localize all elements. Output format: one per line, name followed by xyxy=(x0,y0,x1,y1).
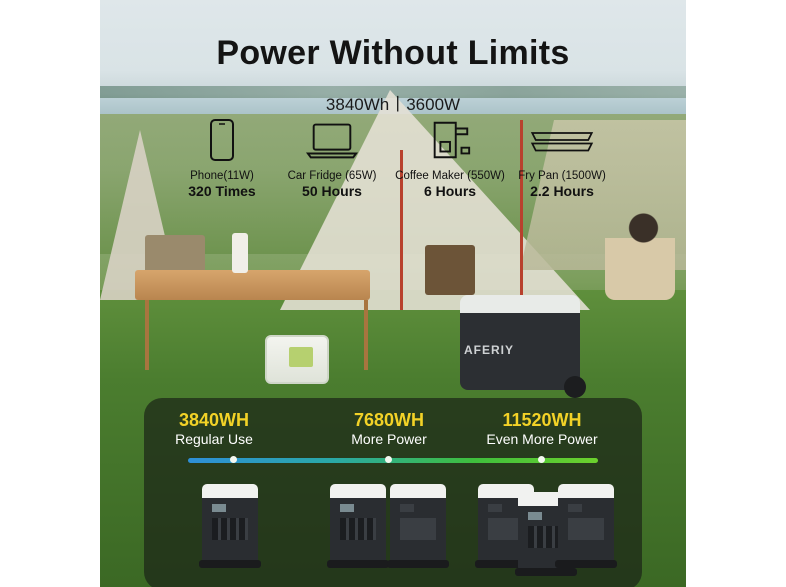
wheel xyxy=(564,376,586,398)
wooden-table xyxy=(135,270,370,300)
capacity-value: 11520WH xyxy=(502,410,582,430)
progress-dot xyxy=(385,456,392,463)
spec-line: 3840Wh丨3600W xyxy=(325,95,461,114)
device-label: Fry Pan (1500W) xyxy=(518,170,606,182)
progress-dot xyxy=(230,456,237,463)
tent-pole xyxy=(400,150,403,310)
fry-pan-icon xyxy=(530,132,594,152)
blender xyxy=(232,233,248,273)
brand-logo: AFERIY xyxy=(464,343,515,357)
capacity-value: 7680WH xyxy=(353,410,425,430)
device-label: Car Fridge (65W) xyxy=(287,170,377,182)
camp-chair xyxy=(425,245,475,295)
capacity-label: Regular Use xyxy=(175,431,253,447)
capacity-progress-bar xyxy=(188,456,598,463)
coffee-maker-icon xyxy=(433,121,471,159)
capacity-option: 11520WH Even More Power xyxy=(462,410,622,448)
power-station-unit xyxy=(199,484,261,568)
phone-icon xyxy=(210,119,234,161)
usage-item: Coffee Maker (550W) 6 Hours xyxy=(390,118,510,200)
person-crouching xyxy=(605,210,675,300)
table-legs xyxy=(145,300,368,370)
capacity-card: 3840WH Regular Use 7680WH More Power 115… xyxy=(144,398,642,587)
capacity-option: 3840WH Regular Use xyxy=(134,410,294,448)
product-banner: AFERIY Power Without Limits 3840Wh丨3600W… xyxy=(100,0,686,587)
progress-dot xyxy=(538,456,545,463)
camp-chair xyxy=(145,235,205,275)
device-label: Coffee Maker (550W) xyxy=(395,170,505,182)
usage-item: Fry Pan (1500W) 2.2 Hours xyxy=(502,118,622,200)
duration-label: 2.2 Hours xyxy=(530,183,594,199)
capacity-label: Even More Power xyxy=(486,431,598,447)
usage-item: Phone(11W) 320 Times xyxy=(162,118,282,200)
laptop-icon xyxy=(305,123,359,159)
duration-label: 50 Hours xyxy=(302,183,362,199)
small-power-station xyxy=(265,335,329,384)
usage-item: Car Fridge (65W) 50 Hours xyxy=(272,118,392,200)
expansion-battery-unit xyxy=(555,484,617,568)
device-label: Phone(11W) xyxy=(190,170,254,182)
expansion-battery-unit xyxy=(387,484,449,568)
page-title: Power Without Limits xyxy=(216,34,570,72)
duration-label: 6 Hours xyxy=(423,183,477,199)
duration-label: 320 Times xyxy=(188,183,256,199)
capacity-label: More Power xyxy=(351,431,427,447)
capacity-option: 7680WH More Power xyxy=(309,410,469,448)
power-station: AFERIY xyxy=(460,295,586,398)
power-station-unit xyxy=(327,484,389,568)
capacity-value: 3840WH xyxy=(178,410,250,430)
tent-pole xyxy=(520,120,523,320)
